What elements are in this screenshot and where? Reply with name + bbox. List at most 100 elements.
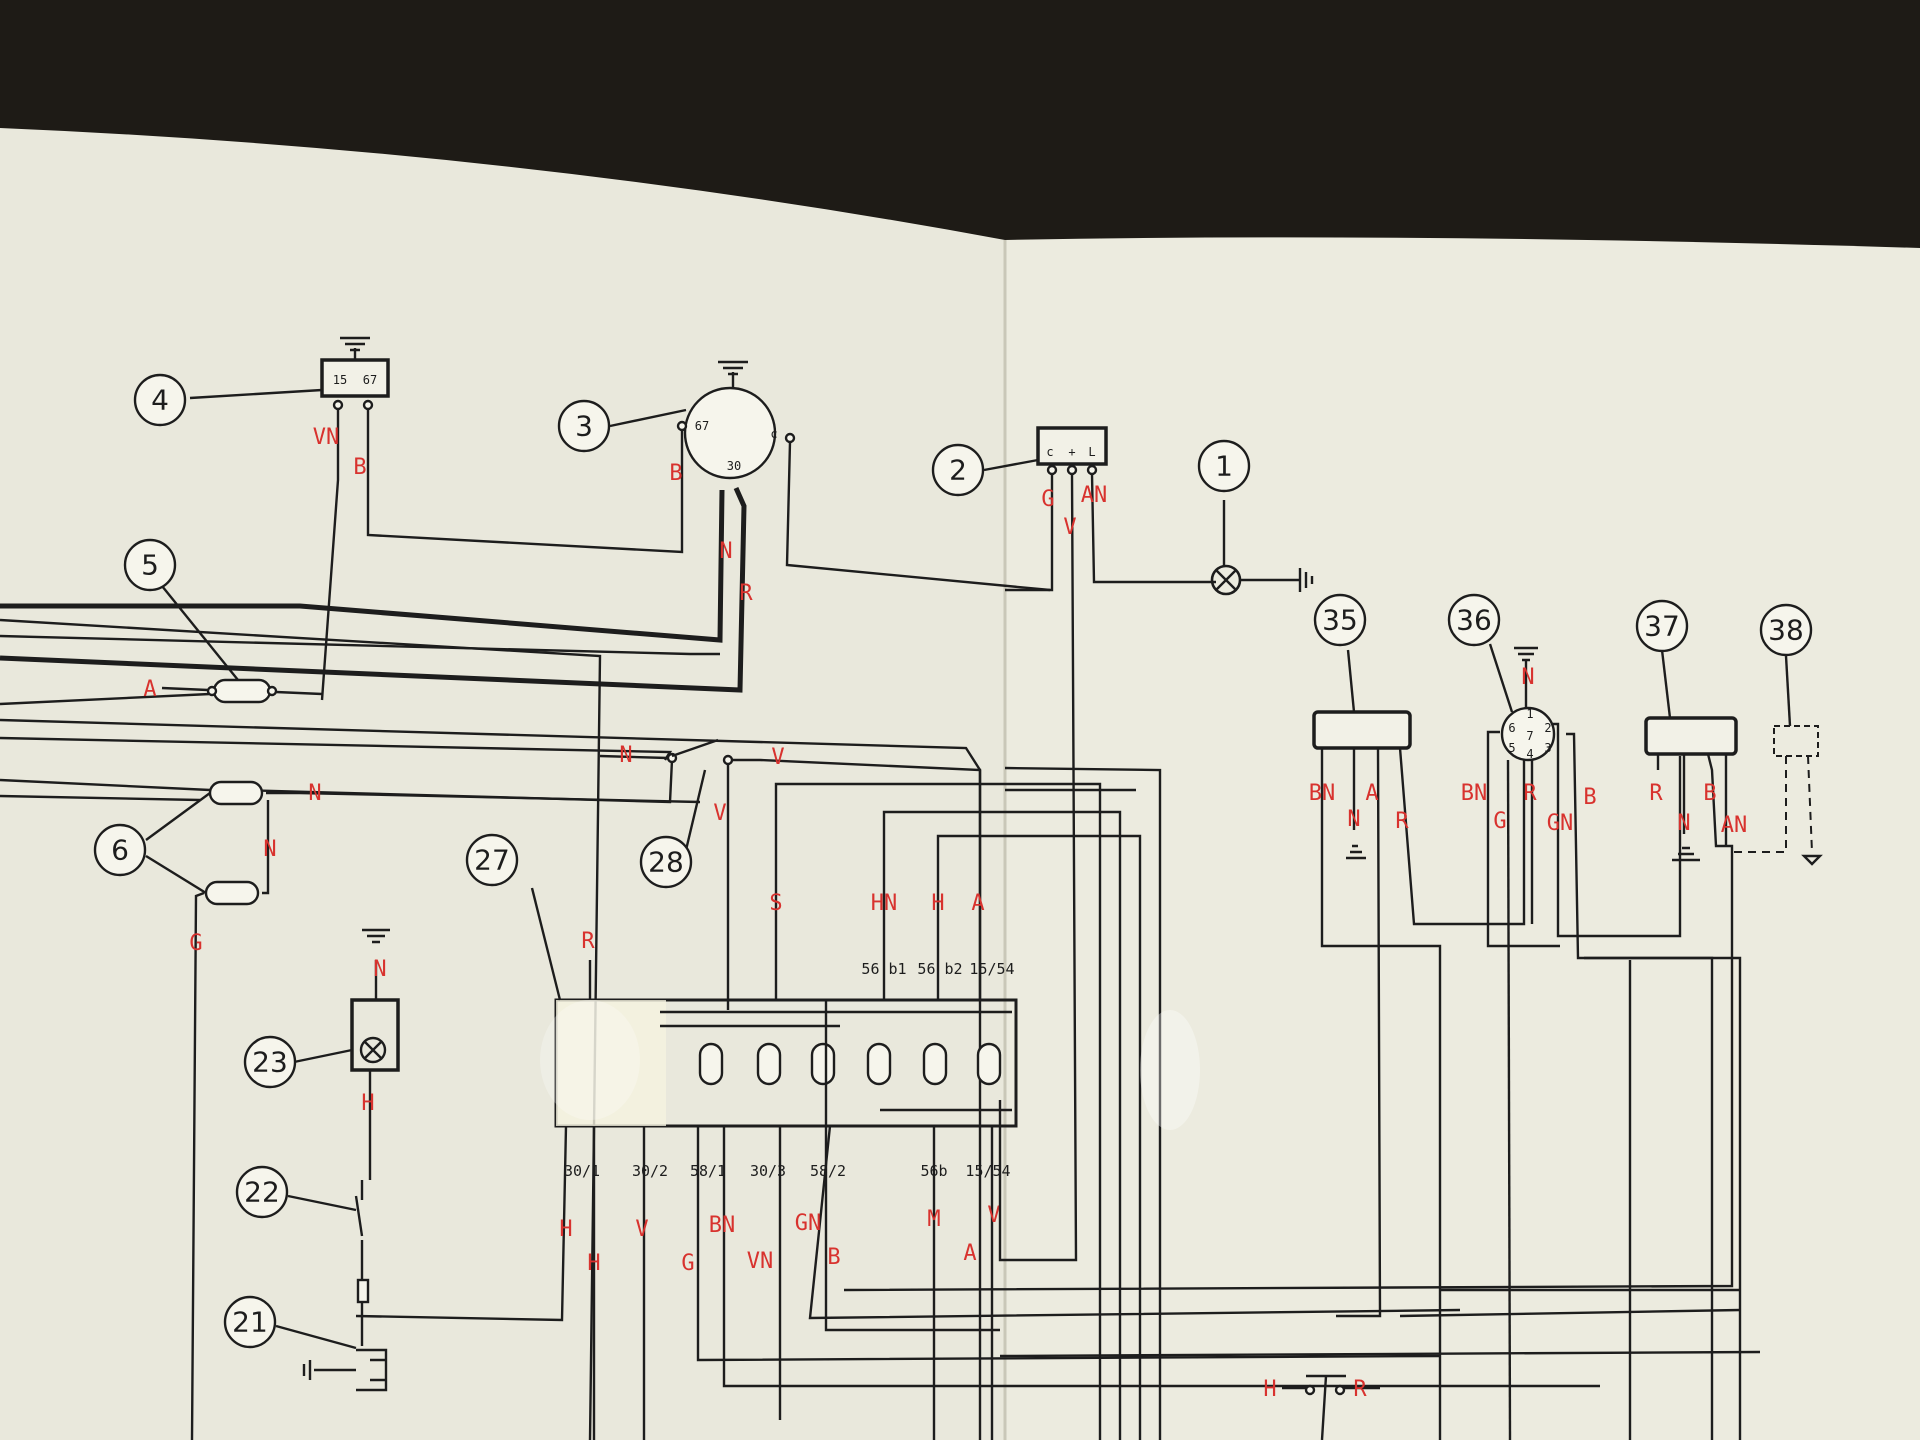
c2-terminal-plus: +	[1068, 445, 1075, 459]
c1-ground-icon	[1240, 568, 1314, 592]
wire-label-bn-36: BN	[1461, 781, 1488, 806]
component-21-label: 21	[232, 1306, 268, 1339]
component-3-label: 3	[575, 410, 593, 443]
wire-label-gn-36: GN	[1547, 811, 1574, 836]
wire-label-n-23: N	[373, 957, 386, 982]
component-3-dynamo: 67 c 30 B N R 3	[557, 360, 1051, 606]
component-35: 35 BN N A R	[1309, 593, 1526, 1440]
wire-label-r-3: R	[739, 581, 753, 606]
wire-label-g-bottom: G	[681, 1251, 694, 1276]
component-22-switch: 22	[235, 1165, 364, 1300]
wire-label-r-37: R	[1649, 781, 1663, 806]
wire-label-h-23: H	[361, 1091, 374, 1116]
wire-label-b-36: B	[1583, 785, 1596, 810]
c2-terminal-l: L	[1088, 445, 1095, 459]
wire-label-vdown-28: V	[713, 801, 726, 826]
component-5-fuse: A 5	[123, 538, 323, 704]
component-36: 1 2 3 4 5 6 7 N BN G R GN B 36	[1447, 593, 1742, 1440]
c36-pin-7: 7	[1526, 729, 1533, 743]
wire-label-n-36: N	[1521, 665, 1534, 690]
c36-pin-3: 3	[1544, 741, 1551, 755]
c35-ground-icon	[1346, 748, 1366, 860]
wire-label-h-switch: H	[1263, 1377, 1276, 1402]
wire-label-gn-bottom: GN	[795, 1211, 822, 1236]
c2-terminal-c: c	[1046, 445, 1053, 459]
wire-label-bn-bottom: BN	[709, 1213, 736, 1238]
fusebox-bottom-terminal-7: 15/54	[965, 1162, 1010, 1180]
component-23-lamp: N H 23	[243, 928, 400, 1180]
wire-label-r-35: R	[1395, 809, 1409, 834]
wire-label-s-fuse: S	[769, 891, 782, 916]
component-2: c + L G V AN 2	[931, 426, 1216, 1262]
c36-pin-5: 5	[1508, 741, 1515, 755]
wire-label-g-6: G	[189, 931, 202, 956]
wire-label-n-28: N	[619, 743, 632, 768]
component-37-label: 37	[1644, 610, 1680, 643]
wire-label-v-28: V	[771, 745, 784, 770]
bottom-push-switch: H R	[1263, 1374, 1380, 1440]
right-page	[1005, 237, 1920, 1440]
component-4-regulator: 15 67 VN B 4	[133, 336, 684, 701]
component-4-label: 4	[151, 384, 169, 417]
fusebox-bottom-terminal-4: 30/3	[750, 1162, 786, 1180]
wire-label-g-2: G	[1041, 487, 1054, 512]
fusebox-bottom-terminal-2: 30/2	[632, 1162, 668, 1180]
wire-label-g-36: G	[1493, 809, 1506, 834]
fusebox-top-terminal-1: 56 b1	[861, 960, 906, 978]
right-harness	[999, 766, 1761, 1440]
component-28-switch: N V V 28	[599, 738, 982, 1440]
fusebox-bottom-terminal-3: 58/1	[690, 1162, 726, 1180]
component-35-label: 35	[1322, 604, 1358, 637]
wire-label-n2-6: N	[263, 837, 276, 862]
wire-label-n-35: N	[1347, 807, 1360, 832]
component-6-fuses: N N G 6	[93, 780, 701, 1440]
component-1-label: 1	[1215, 450, 1233, 483]
component-6-label: 6	[111, 834, 129, 867]
c36-pin-1: 1	[1526, 707, 1533, 721]
wire-label-n-37: N	[1677, 811, 1690, 836]
c21-ground-icon	[302, 1360, 356, 1380]
fusebox-bottom-terminal-1: 30/1	[564, 1162, 600, 1180]
wire-label-v-2: V	[1063, 515, 1076, 540]
component-37: 37 R N B AN	[843, 599, 1748, 1292]
c36-ground-icon	[1514, 646, 1538, 708]
c37-ground-icon	[1672, 754, 1700, 862]
wire-label-vn-bottom: VN	[747, 1249, 774, 1274]
wire-label-bn-35: BN	[1309, 781, 1336, 806]
component-27-label: 27	[474, 844, 510, 877]
component-21-sensor: 21	[223, 1278, 388, 1392]
wire-label-vn: VN	[313, 425, 340, 450]
fusebox-bottom-terminal-5: 58/2	[810, 1162, 846, 1180]
wire-label-h-fuse: H	[931, 891, 944, 916]
component-36-label: 36	[1456, 604, 1492, 637]
glare-left	[540, 1000, 640, 1120]
c4-terminal-67: 67	[363, 373, 377, 387]
wire-label-h1-bottom: H	[559, 1217, 572, 1242]
wire-label-an-37: AN	[1721, 813, 1748, 838]
component-1-lamp: 1	[1197, 439, 1314, 596]
wire-label-h2-bottom: H	[587, 1251, 600, 1276]
fusebox-top-terminal-2: 56 b2	[917, 960, 962, 978]
wire-label-r-36: R	[1523, 781, 1537, 806]
component-28-label: 28	[648, 846, 684, 879]
c23-bulb-icon	[364, 1041, 382, 1059]
wire-label-b: B	[353, 455, 366, 480]
c4-ground-icon	[340, 336, 370, 352]
component-38-label: 38	[1768, 614, 1804, 647]
c4-terminal-15: 15	[333, 373, 347, 387]
wire-label-b-bottom: B	[827, 1245, 840, 1270]
c3-terminal-30: 30	[727, 459, 741, 473]
wire-label-v2-bottom: V	[987, 1203, 1000, 1228]
wire-label-b-3: B	[669, 461, 682, 486]
c1-bulb-icon	[1215, 569, 1237, 591]
wire-label-a-35: A	[1365, 781, 1378, 806]
c3-terminal-c: c	[770, 427, 777, 441]
component-22-label: 22	[244, 1176, 280, 1209]
glare	[1140, 1010, 1200, 1130]
fusebox-top-terminal-3: 15/54	[969, 960, 1014, 978]
component-23-label: 23	[252, 1046, 288, 1079]
c3-ground-icon	[718, 360, 748, 376]
wire-label-v-bottom: V	[635, 1217, 648, 1242]
wire-label-hn-fuse: HN	[871, 891, 898, 916]
